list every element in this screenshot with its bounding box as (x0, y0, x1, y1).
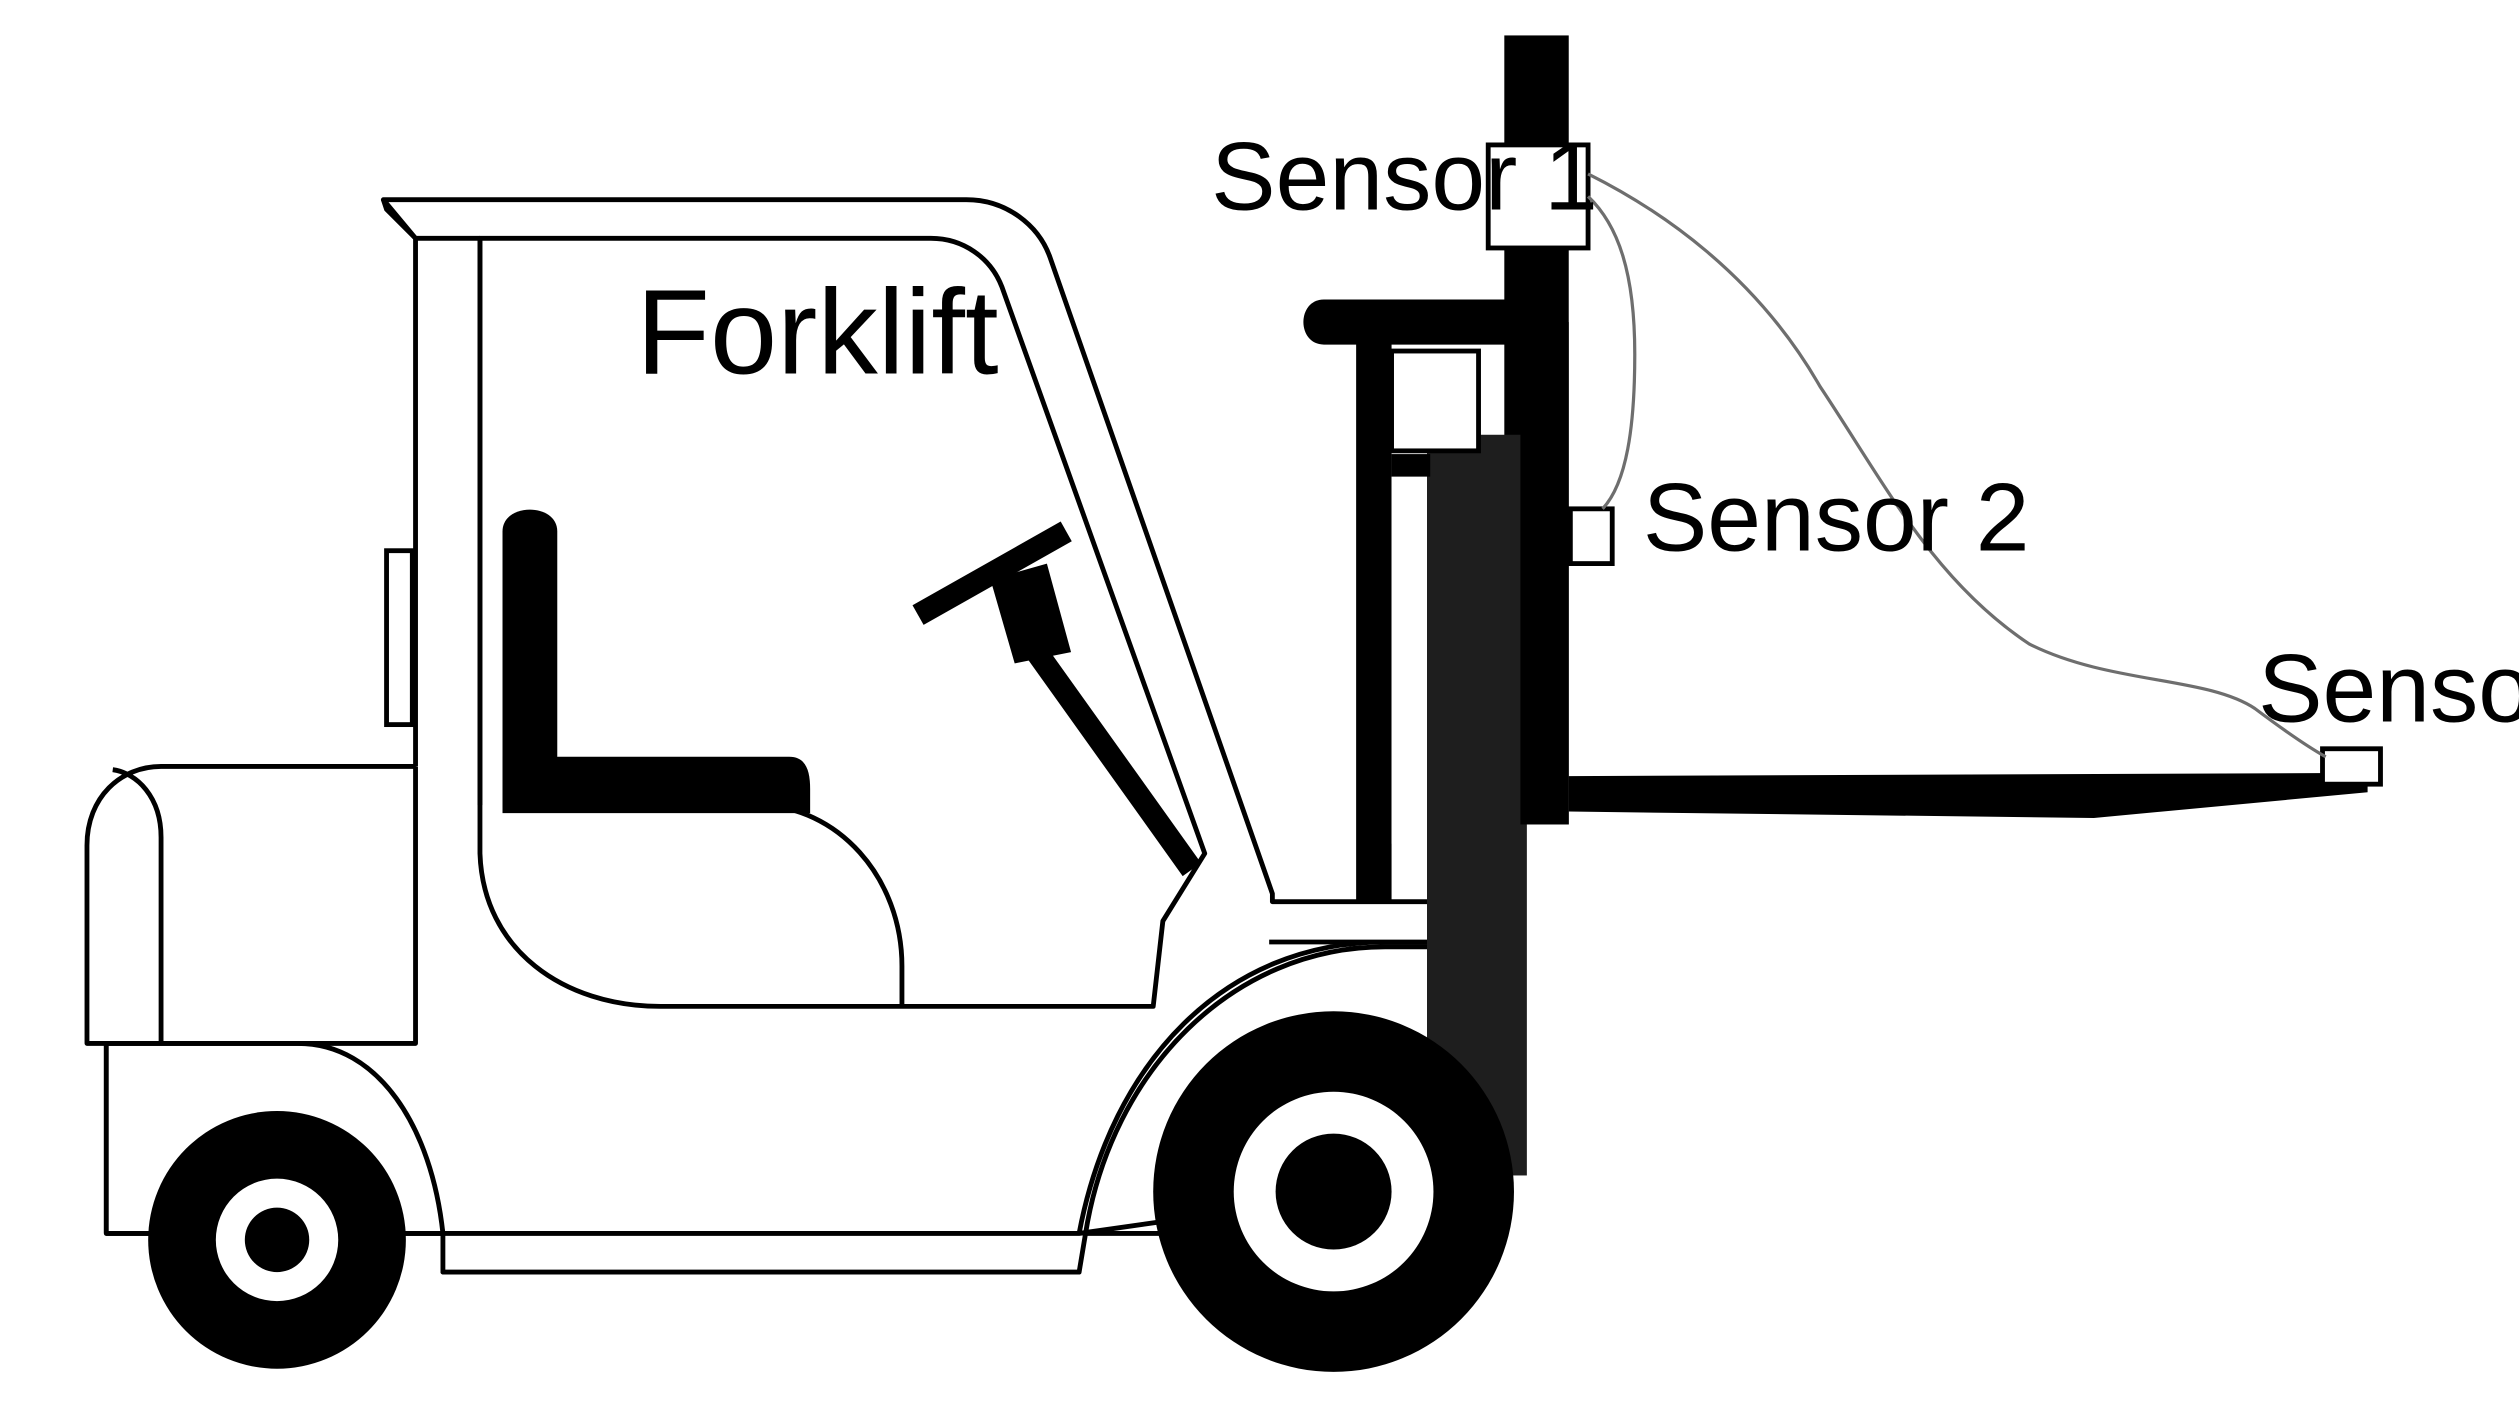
sensor-1-box (1485, 142, 1591, 251)
rear-wheel-hub (244, 1207, 310, 1273)
carriage-top-bar (1303, 299, 1523, 345)
cab-window (477, 235, 1208, 1009)
fork-tine (1568, 772, 2368, 818)
steering-hub (990, 563, 1072, 664)
vehicle-label: Forklift (636, 265, 998, 400)
cab-frame-outer (381, 198, 418, 241)
fork-heel (1520, 322, 1569, 825)
rear-hood (84, 764, 418, 1046)
sensor-2-box (1567, 506, 1615, 566)
sensor-3-label: Sensor 3 (2258, 635, 2519, 742)
steering-column (1021, 637, 1202, 877)
seat-base (502, 802, 905, 1007)
sensor-1-label: Sensor 1 (1211, 123, 1598, 230)
cable-sensor-1-to-2 (1586, 195, 1637, 510)
truck-chassis (103, 944, 1433, 1275)
sensor-3-box (2320, 746, 2383, 787)
cable-sensor-1-to-3 (1587, 172, 2327, 759)
front-wheel-hub (1275, 1133, 1392, 1250)
carriage-slot-top (1389, 348, 1481, 454)
carriage-slot (1391, 476, 1428, 844)
side-mirror (384, 548, 415, 728)
seat-bottom (502, 756, 811, 814)
carriage-frame-left (1356, 322, 1392, 902)
steering-wheel (912, 521, 1072, 625)
carriage-slot-divider (1391, 454, 1431, 477)
sensor-2-label: Sensor 2 (1643, 465, 2030, 572)
rear-hood-curve (112, 767, 164, 1044)
seat-back (502, 509, 558, 806)
